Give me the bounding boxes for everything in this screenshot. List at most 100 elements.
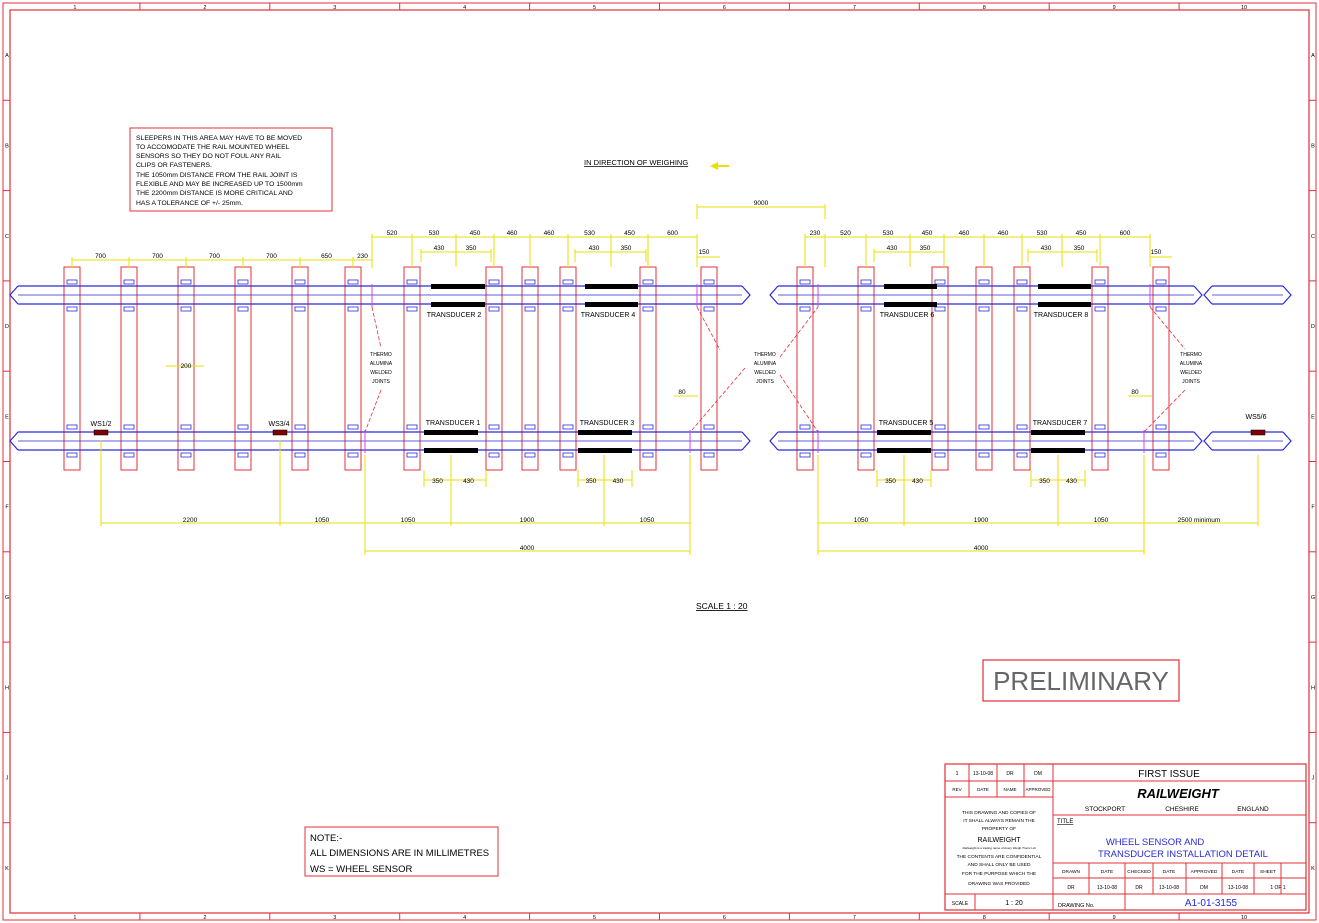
wheel-sensor (93, 429, 109, 436)
grid-row-ref: C (5, 234, 9, 240)
rail-clip (524, 306, 536, 312)
rail-clip (347, 452, 359, 458)
units-note-line: NOTE:- (310, 833, 342, 844)
rail-clip (934, 424, 946, 430)
grid-row-ref: B (1311, 143, 1315, 149)
copyright-company: RAILWEIGHT (977, 837, 1021, 844)
rail-clip (978, 452, 990, 458)
rail-clip (1016, 452, 1028, 458)
signoff-value: DR (1135, 885, 1143, 891)
grid-row-ref: F (5, 505, 9, 511)
rail-break (741, 431, 751, 451)
rev-cell: DR (1006, 771, 1014, 777)
dimension-value: 350 (920, 245, 931, 252)
sleeper (403, 266, 421, 471)
transducer-label: TRANSDUCER 3 (580, 420, 635, 427)
transducer-label: TRANSDUCER 5 (879, 420, 934, 427)
rail-clip (488, 306, 500, 312)
copyright-line: Railweight is a trading name of Avery We… (963, 846, 1036, 850)
wheel-sensor (1250, 429, 1266, 436)
rail-clip (237, 279, 249, 285)
sleeper (857, 266, 875, 471)
dimension-value: 2200 (183, 517, 198, 524)
rail-break (741, 285, 751, 305)
signoff-head: DATE (1101, 869, 1113, 875)
drawing-number: A1-01-3155 (1185, 898, 1238, 909)
rail-clip (562, 279, 574, 285)
transducer-label: TRANSDUCER 7 (1033, 420, 1088, 427)
transducer-pad (585, 302, 638, 307)
note-line: THE 1050mm DISTANCE FROM THE RAIL JOINT … (136, 172, 298, 179)
rail-clip (934, 306, 946, 312)
rail-clip (978, 424, 990, 430)
rail-clip (237, 424, 249, 430)
grid-row-ref: K (1311, 866, 1315, 872)
rail-clip (347, 306, 359, 312)
joint-label: ALUMINA (1180, 361, 1203, 367)
grid-row-ref: D (5, 324, 9, 330)
grid-row-ref: C (1311, 234, 1315, 240)
copyright-line: PROPERTY OF (982, 826, 1016, 832)
sleepers (63, 266, 1170, 471)
signoff-head: SHEET (1260, 869, 1276, 875)
wheel-sensor-label: WS5/6 (1245, 414, 1266, 421)
dimension-value: 700 (209, 253, 220, 260)
dimension-value: 80 (1131, 389, 1139, 396)
preliminary-stamp: PRELIMINARY (982, 659, 1180, 702)
rail-clip (66, 306, 78, 312)
dimension-value: 430 (613, 478, 624, 485)
note-line: HAS A TOLERANCE OF +/- 25mm. (136, 200, 243, 207)
rail-clip (406, 306, 418, 312)
rail-clip (642, 424, 654, 430)
grid-col-ref: 4 (463, 915, 466, 921)
transducer-label: TRANSDUCER 8 (1034, 312, 1089, 319)
transducer-pad (884, 302, 937, 307)
rail-clip (978, 306, 990, 312)
transducer-pad (578, 430, 632, 435)
joint-label: THERMO (754, 352, 776, 358)
joint-label: ALUMINA (370, 361, 393, 367)
grid-row-ref: G (1311, 595, 1315, 601)
grid-row-ref: H (1311, 685, 1315, 691)
dimension-value: 430 (1066, 478, 1077, 485)
grid-col-ref: 6 (723, 5, 726, 11)
address-county: CHESHIRE (1165, 806, 1199, 813)
dimension-value: 150 (699, 249, 710, 256)
rail-clip (123, 424, 135, 430)
note-line: FLEXIBLE AND MAY BE INCREASED UP TO 1500… (136, 181, 303, 188)
rail-clip (1155, 424, 1167, 430)
drawing-title-line: TRANSDUCER INSTALLATION DETAIL (1098, 849, 1268, 860)
grid-row-ref: E (1311, 414, 1315, 420)
signoff-value: 1 OF 1 (1270, 885, 1286, 891)
joint-label: THERMO (1180, 352, 1202, 358)
rail-clip (237, 452, 249, 458)
copyright-line: AND SHALL ONLY BE USED (968, 862, 1031, 868)
leader-line (779, 306, 819, 358)
sleeper (485, 266, 503, 471)
rail-clip (860, 424, 872, 430)
rail-clip (294, 279, 306, 285)
dimension-value: 460 (507, 230, 518, 237)
rail-clip (1016, 279, 1028, 285)
direction-label: IN DIRECTION OF WEIGHING (584, 158, 688, 167)
grid-col-ref: 6 (723, 915, 726, 921)
dimension-value: 430 (434, 245, 445, 252)
rail-clip (642, 452, 654, 458)
dimension-value: 350 (1039, 478, 1050, 485)
dimension-value: 430 (589, 245, 600, 252)
grid-col-ref: 7 (853, 915, 856, 921)
rail-clip (123, 306, 135, 312)
sleeper (559, 266, 577, 471)
dimension-value: 530 (429, 230, 440, 237)
joint-label: ALUMINA (754, 361, 777, 367)
rail-clip (66, 452, 78, 458)
joint-label: WELDED (1180, 370, 1202, 376)
dimension-value: 350 (1074, 245, 1085, 252)
dimension-value: 1050 (1094, 517, 1109, 524)
grid-col-ref: 1 (73, 915, 76, 921)
grid-col-ref: 7 (853, 5, 856, 11)
sleeper (291, 266, 309, 471)
transducer-pad (585, 284, 638, 289)
